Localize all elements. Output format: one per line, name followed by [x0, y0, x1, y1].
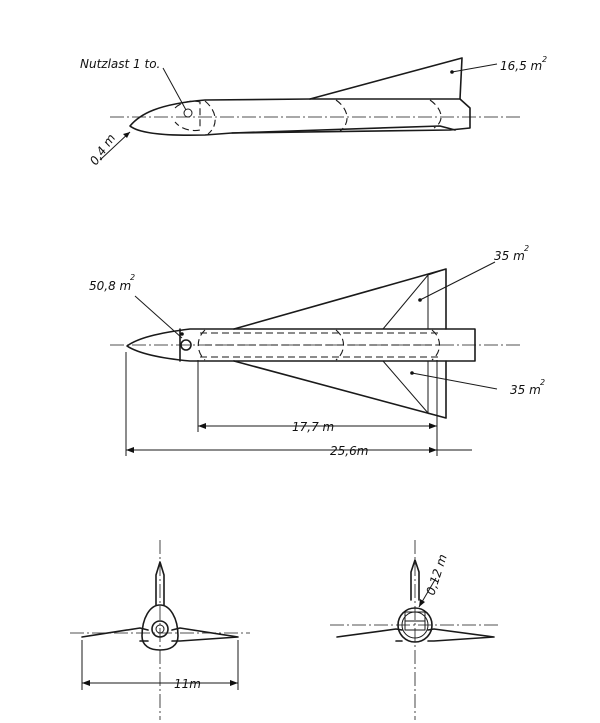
- front-view: 11m: [70, 540, 250, 720]
- upper-wing-dot: [418, 298, 422, 302]
- side-view-fin-dot: [450, 70, 454, 74]
- payload-label: Nutzlast 1 to.: [80, 57, 160, 71]
- side-view-fin-leader: [451, 63, 498, 73]
- lower-wing-area-exponent: 2: [540, 378, 545, 387]
- canard-dot: [180, 332, 184, 336]
- fin-area-exponent: 2: [542, 55, 547, 64]
- side-view-fuselage: [129, 98, 471, 137]
- top-view-upper-wing: [233, 268, 447, 330]
- total-length-label: 25,6m: [330, 444, 368, 458]
- top-view-fuselage: [126, 328, 476, 362]
- top-view-lower-wing: [233, 360, 447, 419]
- upper-wing-area-exponent: 2: [524, 244, 529, 253]
- canard-leader: [134, 295, 183, 339]
- front-view-fin: [155, 561, 165, 606]
- side-view-payload-mark: [183, 108, 193, 118]
- front-view-fuselage: [141, 604, 179, 651]
- side-view-tail-fin: [309, 57, 463, 100]
- rear-view-fin: [410, 559, 420, 601]
- span-dimension-label: 11m: [174, 677, 201, 691]
- lower-wing-area-label: 35 m: [510, 383, 541, 397]
- top-view-canard-hub: [180, 339, 192, 351]
- upper-wing-leader: [419, 261, 496, 301]
- body-length-label: 17,7 m: [292, 420, 334, 434]
- top-view-hidden-bulkheads: [197, 329, 441, 361]
- rear-view-wing: [336, 628, 495, 642]
- side-view: Nutzlast 1 to. 0,4 m 16,5 m 2: [80, 55, 547, 168]
- rear-view: 0,12 m: [330, 540, 500, 720]
- canard-area-label: 50,8 m: [89, 279, 131, 293]
- nose-dimension-label: 0,4 m: [87, 131, 118, 167]
- canard-area-exponent: 2: [130, 273, 135, 282]
- lower-wing-leader: [411, 372, 498, 390]
- top-view: 50,8 m 2 35 m 2 35 m 2: [89, 244, 545, 419]
- tank-dimension-label: 0,12 m: [424, 552, 450, 596]
- front-view-nose-circle: [151, 620, 169, 638]
- top-view-hidden-tank: [200, 332, 440, 358]
- side-view-nose-arrow: [123, 132, 130, 138]
- top-view-dimensions: 17,7 m 25,6m: [125, 352, 472, 458]
- fin-area-label: 16,5 m: [500, 59, 542, 73]
- side-view-hidden-cabin: [174, 100, 201, 132]
- lower-wing-dot: [410, 371, 414, 375]
- side-view-hidden-tank: [204, 99, 442, 135]
- side-view-ventral-fin: [231, 125, 456, 134]
- front-view-nose-inner: [155, 624, 165, 634]
- tank-dim-arrow: [419, 599, 425, 607]
- rear-view-fuselage-outer: [397, 607, 433, 643]
- side-view-payload-leader: [162, 67, 187, 111]
- upper-wing-area-label: 35 m: [494, 249, 525, 263]
- top-view-upper-wing-inner: [382, 268, 447, 330]
- side-view-nose-leader: [99, 131, 131, 161]
